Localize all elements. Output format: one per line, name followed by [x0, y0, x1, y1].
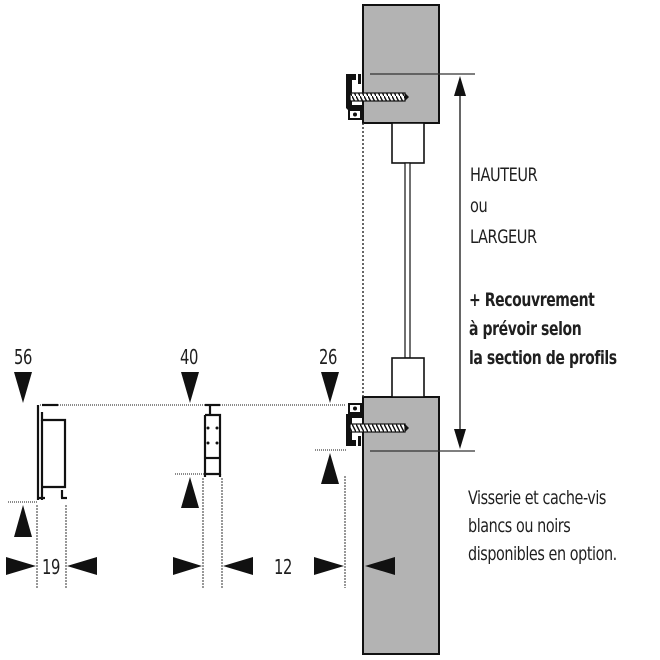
arrow-left-40-right [223, 557, 253, 575]
arrow-left-12-right [365, 557, 395, 575]
rod [404, 162, 411, 359]
top-screw-fixing [346, 74, 409, 120]
dimension-label-40: 40 [180, 345, 198, 369]
arrow-down-40 [181, 372, 199, 403]
arrow-up-56 [14, 505, 32, 537]
profile-56 [36, 403, 67, 500]
bottom-screw-fixing [346, 403, 409, 446]
bottom-rod-bracket [391, 357, 425, 398]
measure-label: HAUTEUR ou LARGEUR [470, 160, 538, 253]
overlap-note-line1: + Recouvrement [469, 289, 595, 311]
top-wall-block [362, 4, 440, 124]
arrow-right-19-left [6, 557, 36, 575]
bottom-wall-block [362, 396, 440, 655]
top-rod-bracket [391, 122, 425, 164]
arrow-down-26 [321, 372, 339, 403]
dimension-label-12: 12 [274, 555, 292, 579]
profile-40 [203, 403, 222, 477]
measure-label-ou: ou [470, 195, 488, 217]
overlap-note-line3: la section de profils [469, 347, 617, 369]
measure-label-largeur: LARGEUR [470, 226, 537, 248]
arrow-down-56 [14, 372, 32, 403]
hardware-note-line3: disponibles en option. [468, 543, 617, 565]
arrow-right-12-left [314, 557, 344, 575]
hardware-note-line1: Visserie et cache-vis [468, 487, 606, 509]
overlap-note-line2: à prévoir selon [469, 318, 582, 340]
dimension-label-26: 26 [319, 345, 337, 369]
overlap-note: + Recouvrement à prévoir selon la sectio… [469, 286, 617, 373]
dimension-label-19: 19 [42, 555, 60, 579]
arrow-right-40-left [173, 557, 202, 575]
arrow-left-19-right [67, 557, 97, 575]
hardware-note-line2: blancs ou noirs [468, 515, 571, 537]
dimension-label-56: 56 [14, 345, 32, 369]
arrow-up-40 [181, 477, 199, 508]
height-dimension [370, 73, 475, 452]
hardware-note: Visserie et cache-vis blancs ou noirs di… [468, 484, 617, 568]
arrow-up-26 [321, 453, 339, 484]
profile-40-holes [206, 426, 219, 445]
measure-label-hauteur: HAUTEUR [470, 164, 538, 186]
